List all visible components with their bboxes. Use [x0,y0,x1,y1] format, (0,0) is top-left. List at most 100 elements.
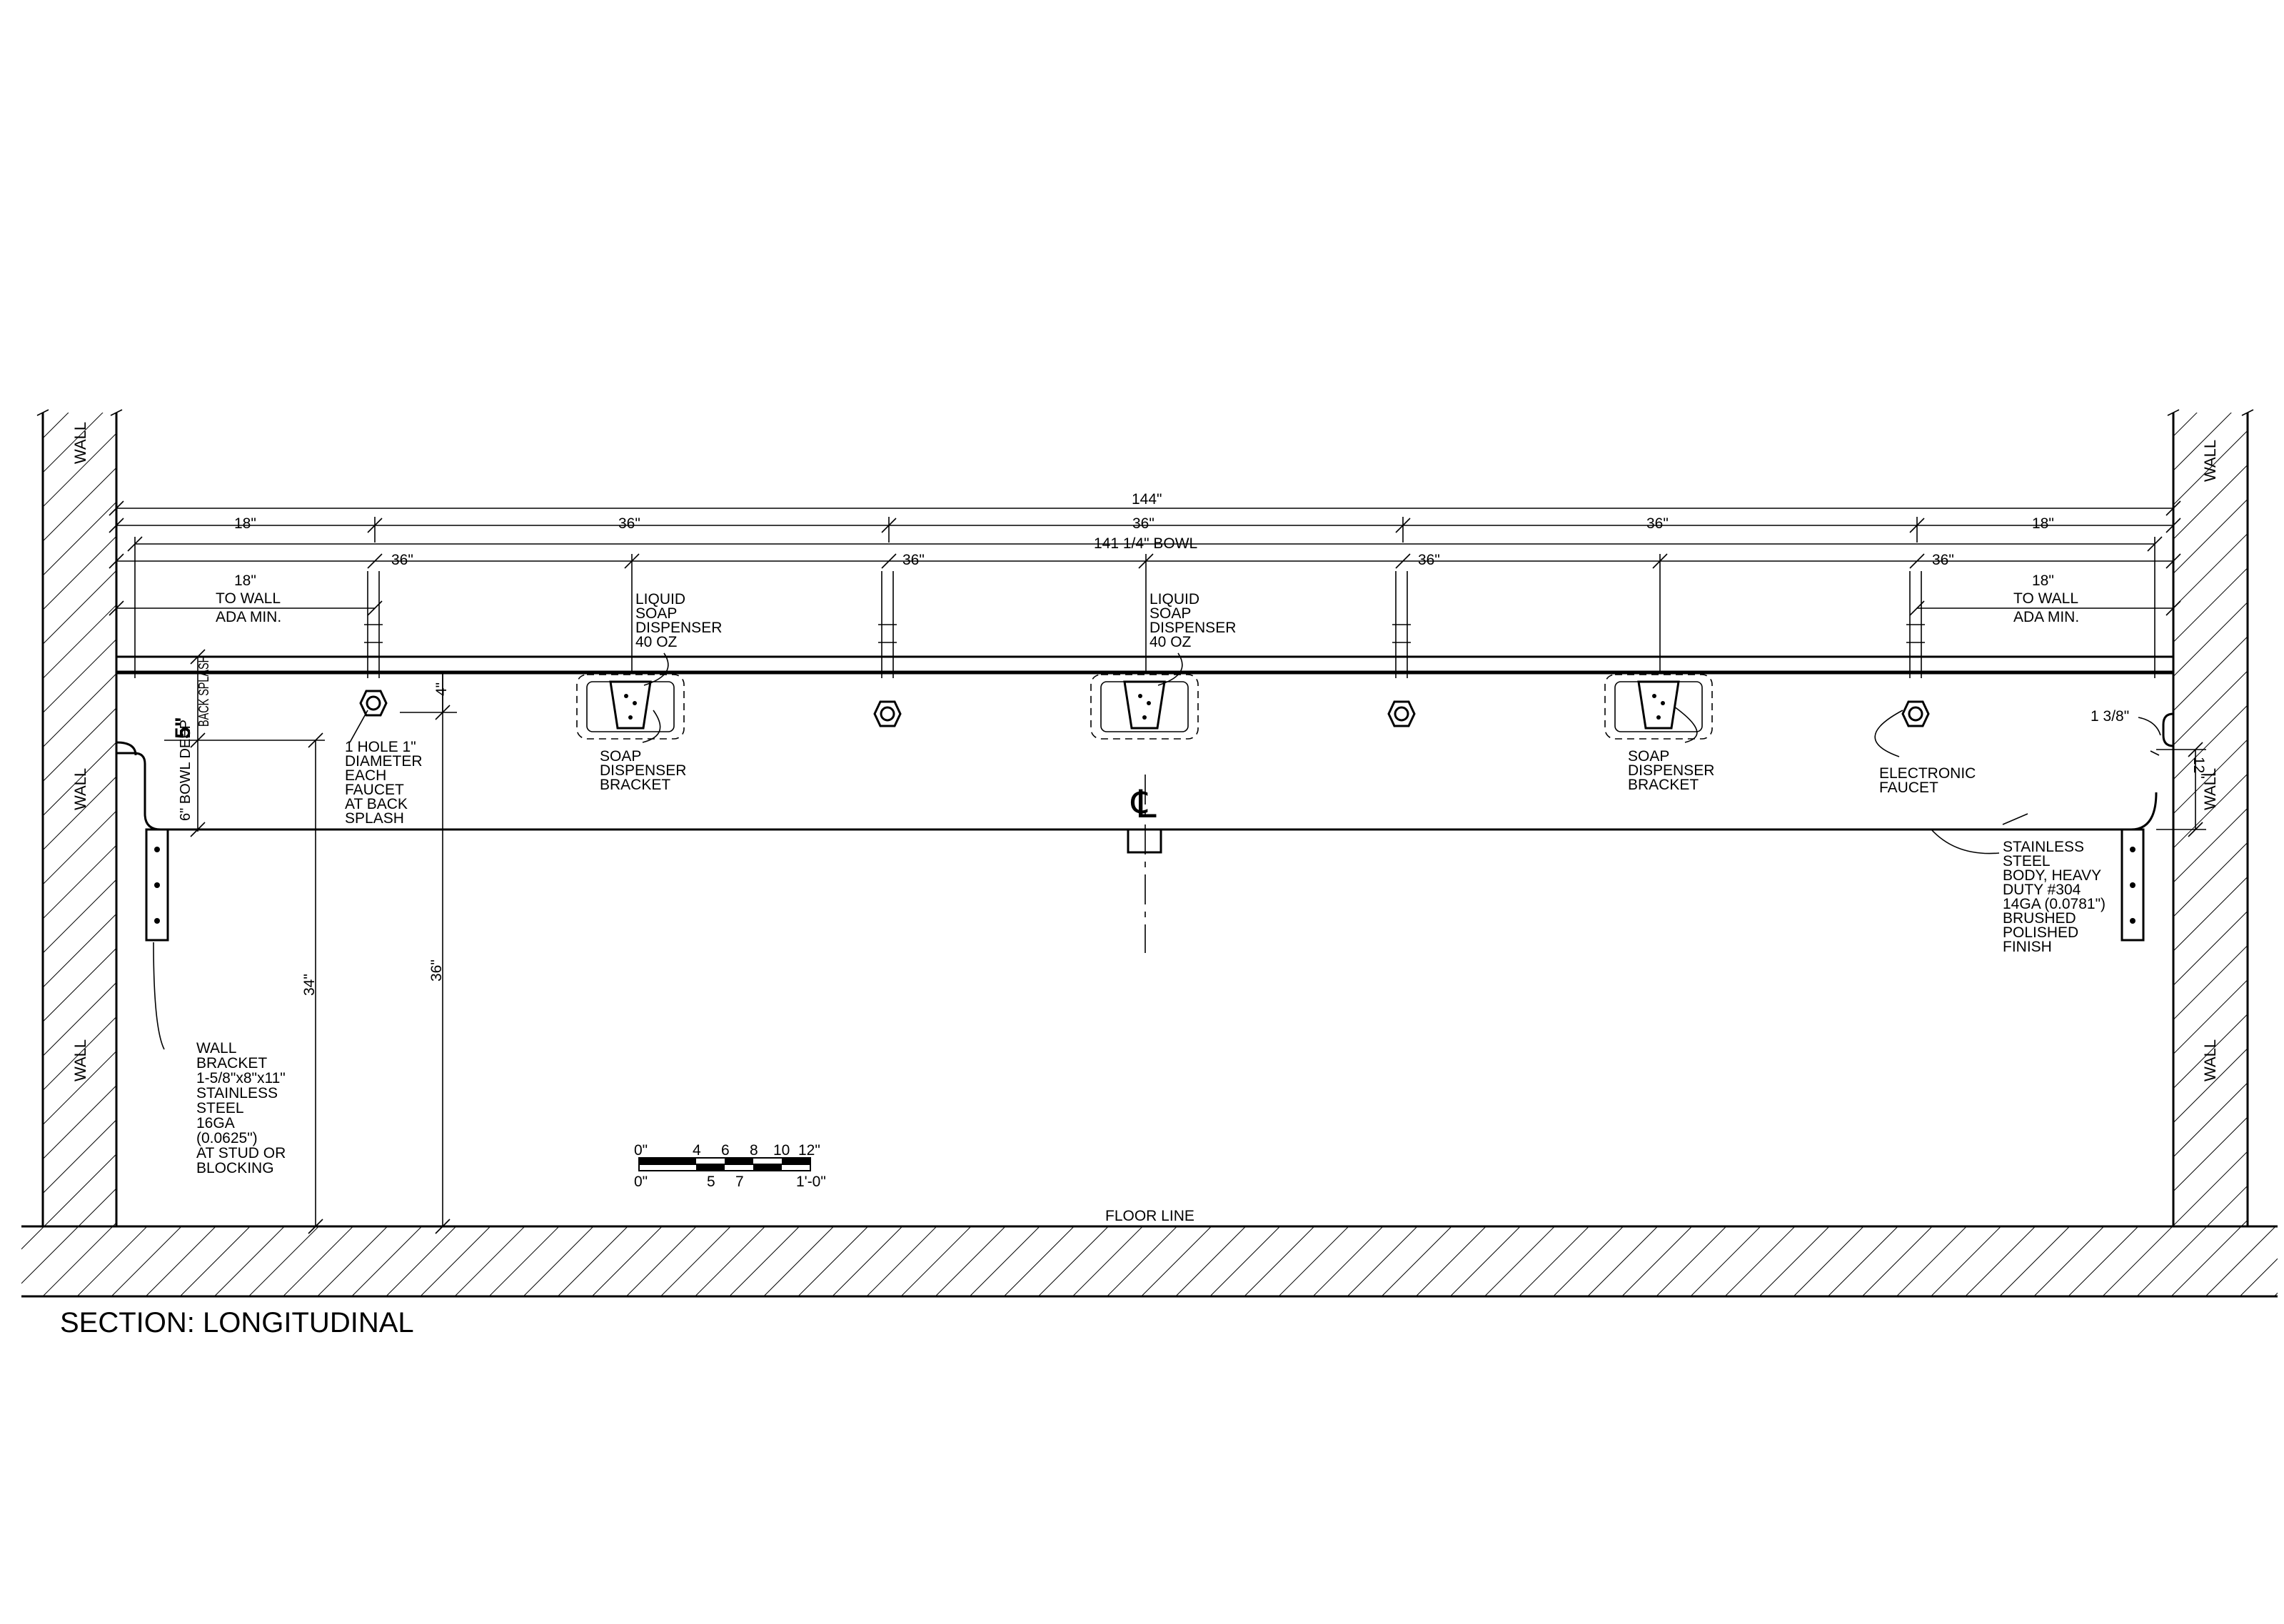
body-line7: POLISHED [2003,924,2078,941]
faucet-hole-line4: FAUCET [345,782,404,798]
faucet-1 [359,571,388,717]
soap-2-line4: 40 OZ [1149,634,1192,650]
dim-overall: 144" [1132,491,1162,508]
body-line8: FINISH [2003,939,2052,955]
right-wall [2167,409,2254,1226]
scale-top-10: 10 [773,1142,790,1159]
soap-dispenser-note-2: LIQUID SOAP DISPENSER 40 OZ [1149,591,1236,650]
scale-bottom-7: 7 [735,1174,744,1190]
wall-bracket-line3: 1-5/8"x8"x11" [196,1070,286,1086]
wall-bracket-line1: WALL [196,1040,236,1056]
faucet-4 [1901,571,1930,727]
dim-right-height: 12" [2190,757,2207,779]
soap-dispenser-3 [1604,674,1713,740]
dim-faucet-offset: 4" [433,682,450,696]
scale-bar [638,1157,811,1171]
scale-top-12: 12" [798,1142,820,1159]
dim-back-splash-value: 5" [171,717,195,739]
faucet-hole-line1: 1 HOLE 1" [345,739,416,755]
electronic-faucet-note: ELECTRONIC FAUCET [1879,765,1976,796]
dim-top-3: 36" [1132,515,1154,532]
to-wall-right-note: 18" TO WALL ADA MIN. [2013,573,2079,625]
soap-bracket-2-line2: DISPENSER [1628,762,1714,779]
wall-bracket-line4: STAINLESS [196,1085,278,1101]
wall-bracket-line9: BLOCKING [196,1160,274,1176]
dim-faucet-2: 36" [902,552,925,568]
wall-bracket-note: WALL BRACKET 1-5/8"x8"x11" STAINLESS STE… [196,1040,286,1176]
soap-1-line2: SOAP [635,605,677,622]
soap-bracket-2-line1: SOAP [1628,748,1669,765]
left-wall-label-bottom: WALL [71,1039,89,1081]
to-wall-left-note: 18" TO WALL ADA MIN. [216,573,281,625]
right-wall-label-middle: WALL [2201,768,2219,810]
scale-top-0: 0" [634,1142,648,1159]
wall-bracket-line2: BRACKET [196,1055,267,1071]
soap-bracket-note-1: SOAP DISPENSER BRACKET [600,748,686,793]
electronic-faucet-line1: ELECTRONIC [1879,765,1976,782]
dim-top-2: 36" [618,515,640,532]
soap-bracket-1-line2: DISPENSER [600,762,686,779]
body-line6: BRUSHED [2003,910,2076,927]
dim-faucet-1: 36" [391,552,413,568]
soap-bracket-note-2: SOAP DISPENSER BRACKET [1628,748,1714,793]
soap-dispenser-note-1: LIQUID SOAP DISPENSER 40 OZ [635,591,722,650]
scale-bottom-5: 5 [707,1174,715,1190]
dim-top-4: 36" [1646,515,1669,532]
dim-right-edge: 1 3/8" [2091,708,2129,725]
right-wall-label-top: WALL [2201,440,2219,482]
wall-bracket-line8: AT STUD OR [196,1145,286,1161]
body-line4: DUTY #304 [2003,882,2081,898]
to-wall-right-line2: TO WALL [2013,590,2078,607]
soap-dispenser-2 [1090,674,1199,740]
dim-top-1: 18" [234,515,256,532]
soap-bracket-1-line3: BRACKET [600,777,670,793]
right-vertical-dimensions [2138,717,2206,837]
dim-height-splash: 36" [428,959,445,982]
to-wall-right-line3: ADA MIN. [2013,609,2079,625]
wall-bracket-line6: 16GA [196,1115,235,1131]
to-wall-left-line2: TO WALL [216,590,281,607]
centerline-symbol: ℄ [1130,783,1157,826]
soap-1-line1: LIQUID [635,591,685,607]
faucet-hole-line2: DIAMETER [345,753,423,770]
leader-lines [153,652,2028,1050]
right-wall-bracket [2121,828,2145,942]
to-wall-left-line3: ADA MIN. [216,609,281,625]
electronic-faucet-line2: FAUCET [1879,780,1938,796]
faucet-hole-line5: AT BACK [345,796,408,812]
floor-line-label: FLOOR LINE [1105,1208,1194,1224]
dim-faucet-4: 36" [1932,552,1954,568]
left-wall-label-middle: WALL [71,768,89,810]
to-wall-left-line1: 18" [234,573,256,589]
scale-bottom-1ft: 1'-0" [796,1174,826,1190]
soap-1-line4: 40 OZ [635,634,678,650]
left-vertical-dimensions [164,649,457,1234]
body-line3: BODY, HEAVY [2003,867,2101,884]
dim-faucet-3: 36" [1418,552,1440,568]
soap-1-line3: DISPENSER [635,620,722,636]
faucet-hole-line6: SPLASH [345,810,404,827]
scale-top-8: 8 [750,1142,758,1159]
dim-height-rim: 34" [301,974,318,996]
faucet-hole-note: 1 HOLE 1" DIAMETER EACH FAUCET AT BACK S… [345,739,423,827]
scale-bottom-0: 0" [634,1174,648,1190]
soap-bracket-1-line1: SOAP [600,748,641,765]
wall-bracket-line7: (0.0625") [196,1130,258,1146]
body-line2: STEEL [2003,853,2051,869]
body-material-note: STAINLESS STEEL BODY, HEAVY DUTY #304 14… [2003,839,2106,955]
left-wall-label-top: WALL [71,422,89,464]
dim-back-splash-label: BACK SPLASH [196,655,212,727]
faucet-3 [1387,571,1416,727]
soap-bracket-2-line3: BRACKET [1628,777,1699,793]
soap-2-line1: LIQUID [1149,591,1199,607]
dim-top-5: 18" [2032,515,2054,532]
dim-bowl-deep: 6" BOWL DEEP [178,720,193,821]
to-wall-right-line1: 18" [2032,573,2054,589]
right-wall-label-bottom: WALL [2201,1039,2219,1081]
left-wall-bracket [145,828,169,942]
soap-dispenser-1 [576,674,685,740]
scale-top-4: 4 [693,1142,701,1159]
soap-2-line2: SOAP [1149,605,1191,622]
dimension-lines [109,500,2181,678]
